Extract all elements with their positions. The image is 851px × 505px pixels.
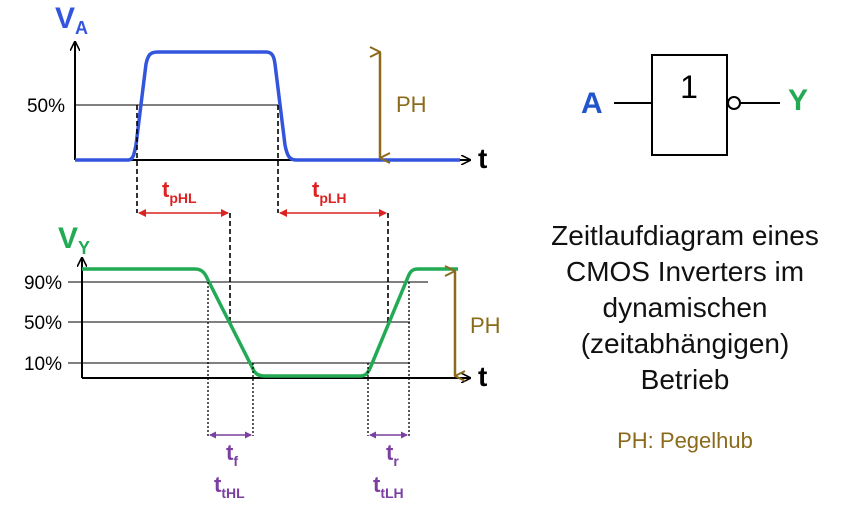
tplh-label: tpLH bbox=[312, 177, 347, 206]
output-time-axis-label: t bbox=[478, 361, 487, 392]
output-level-10-label: 10% bbox=[24, 354, 62, 375]
caption-line-2: CMOS Inverters im bbox=[565, 256, 805, 287]
output-waveform bbox=[82, 267, 458, 378]
tf-label: tf bbox=[226, 440, 238, 469]
caption-line-1: Zeitlaufdiagram eines bbox=[551, 220, 819, 251]
inverter-gate: 1 A Y bbox=[581, 54, 808, 156]
gate-body bbox=[651, 54, 728, 156]
gate-output-label: Y bbox=[788, 84, 808, 117]
output-level-90-label: 90% bbox=[24, 273, 62, 294]
diagram-caption: Zeitlaufdiagram eines CMOS Inverters im … bbox=[520, 218, 850, 398]
input-level-50-label: 50% bbox=[27, 96, 65, 117]
tthl-label: ttHL bbox=[214, 472, 245, 501]
caption-line-5: Betrieb bbox=[640, 364, 730, 395]
input-axis-label: VA bbox=[55, 2, 88, 38]
caption-line-4: (zeitabhängigen) bbox=[580, 328, 790, 359]
input-waveform bbox=[75, 50, 460, 162]
pegelhub-legend: PH: Pegelhub bbox=[617, 428, 753, 453]
input-swing-label: PH bbox=[396, 92, 427, 117]
output-axis-label: VY bbox=[58, 222, 90, 258]
output-swing-label: PH bbox=[470, 313, 501, 338]
ttlh-label: ttLH bbox=[373, 472, 404, 501]
tphl-label: tpHL bbox=[162, 177, 197, 206]
output-level-50-label: 50% bbox=[24, 313, 62, 334]
input-time-axis-label: t bbox=[478, 143, 487, 174]
caption-line-3: dynamischen bbox=[602, 292, 768, 323]
gate-symbol: 1 bbox=[680, 69, 698, 105]
gate-inversion-bubble bbox=[727, 96, 741, 110]
tr-label: tr bbox=[386, 440, 399, 469]
gate-input-label: A bbox=[581, 87, 603, 120]
